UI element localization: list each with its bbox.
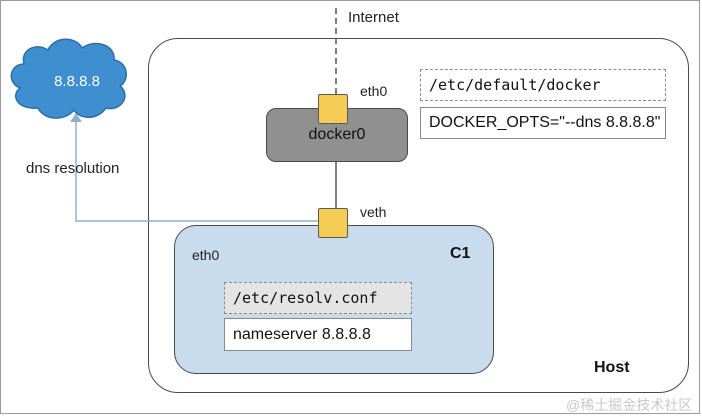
veth-label: veth	[360, 204, 387, 220]
docker0-eth0-label: eth0	[360, 83, 388, 99]
nameserver-value: nameserver 8.8.8.8	[233, 325, 371, 343]
container-eth0-label: eth0	[192, 247, 220, 263]
dns-arrow-head	[70, 113, 82, 122]
docker0-eth0-interface	[318, 94, 348, 124]
docker-opts-value: DOCKER_OPTS="--dns 8.8.8.8"	[429, 114, 661, 131]
cloud-label: 8.8.8.8	[54, 73, 100, 90]
container-name: C1	[450, 245, 471, 262]
host-label: Host	[594, 359, 630, 376]
dns-cloud	[10, 38, 127, 119]
docker-opts-box: DOCKER_OPTS="--dns 8.8.8.8"	[420, 107, 666, 139]
dns-resolution-path	[75, 122, 318, 222]
veth-interface	[318, 208, 348, 238]
nameserver-box: nameserver 8.8.8.8	[224, 318, 412, 351]
docker-default-path-box: /etc/default/docker	[420, 69, 666, 101]
watermark: @稀土掘金技术社区	[566, 397, 693, 413]
resolv-conf-path-box: /etc/resolv.conf	[224, 282, 412, 314]
docker0-label: docker0	[308, 126, 366, 143]
docker-default-path: /etc/default/docker	[429, 76, 601, 94]
resolv-conf-path: /etc/resolv.conf	[233, 289, 378, 307]
internet-label: Internet	[348, 9, 399, 26]
dns-resolution-label: dns resolution	[26, 160, 120, 177]
